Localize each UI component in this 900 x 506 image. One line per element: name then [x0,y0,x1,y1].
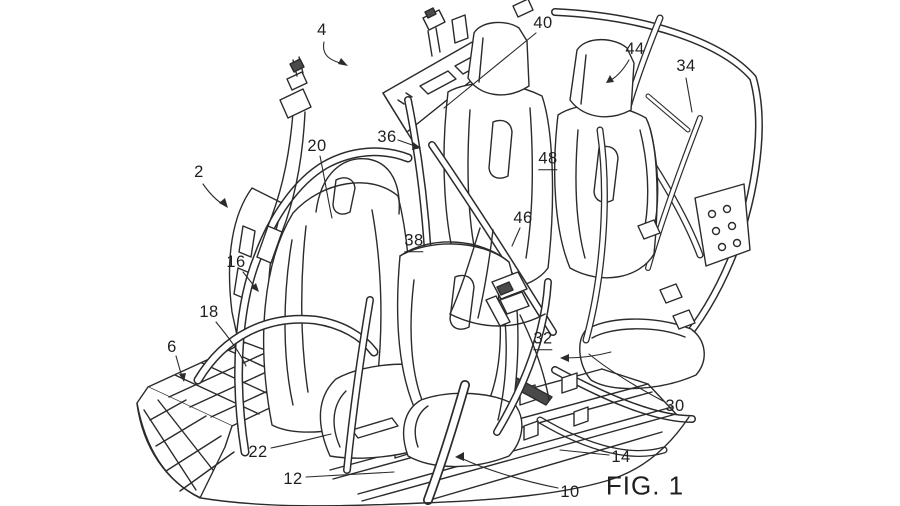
ref-label-10: 10 [560,482,580,501]
ref-label-40: 40 [533,13,553,32]
ground-outline [136,403,690,506]
ref-label-32: 32 [533,330,553,350]
leader-lines [175,32,693,489]
front-right-cushion [402,392,523,468]
ref-label-18: 18 [199,302,219,321]
ref-label-38: 38 [404,232,424,252]
figure-caption: FIG. 1 [605,470,685,501]
harness-anchors-top [422,0,534,57]
leader-arrowheads [179,58,614,461]
rollcage-front-left [193,147,552,505]
rear-right-cushion [579,318,705,390]
harness-left [256,56,312,264]
harness-right [637,127,696,330]
gusset-plate [694,183,751,267]
front-right-seat [396,241,519,429]
ref-label-4: 4 [317,20,327,39]
ref-label-36: 36 [377,127,397,146]
rear-left-seat [443,21,554,290]
ref-label-34: 34 [676,56,696,75]
ref-label-12: 12 [283,469,303,488]
ref-label-22: 22 [248,442,268,461]
ref-label-2: 2 [194,162,204,181]
ref-label-20: 20 [307,136,327,155]
ref-label-46: 46 [513,208,533,227]
ref-label-30: 30 [665,396,685,415]
ref-label-44: 44 [625,39,645,58]
ref-label-16: 16 [226,252,246,271]
harness-center [449,227,550,421]
ref-label-48: 48 [538,150,558,170]
ref-label-6: 6 [167,337,177,356]
ref-label-14: 14 [611,447,631,466]
